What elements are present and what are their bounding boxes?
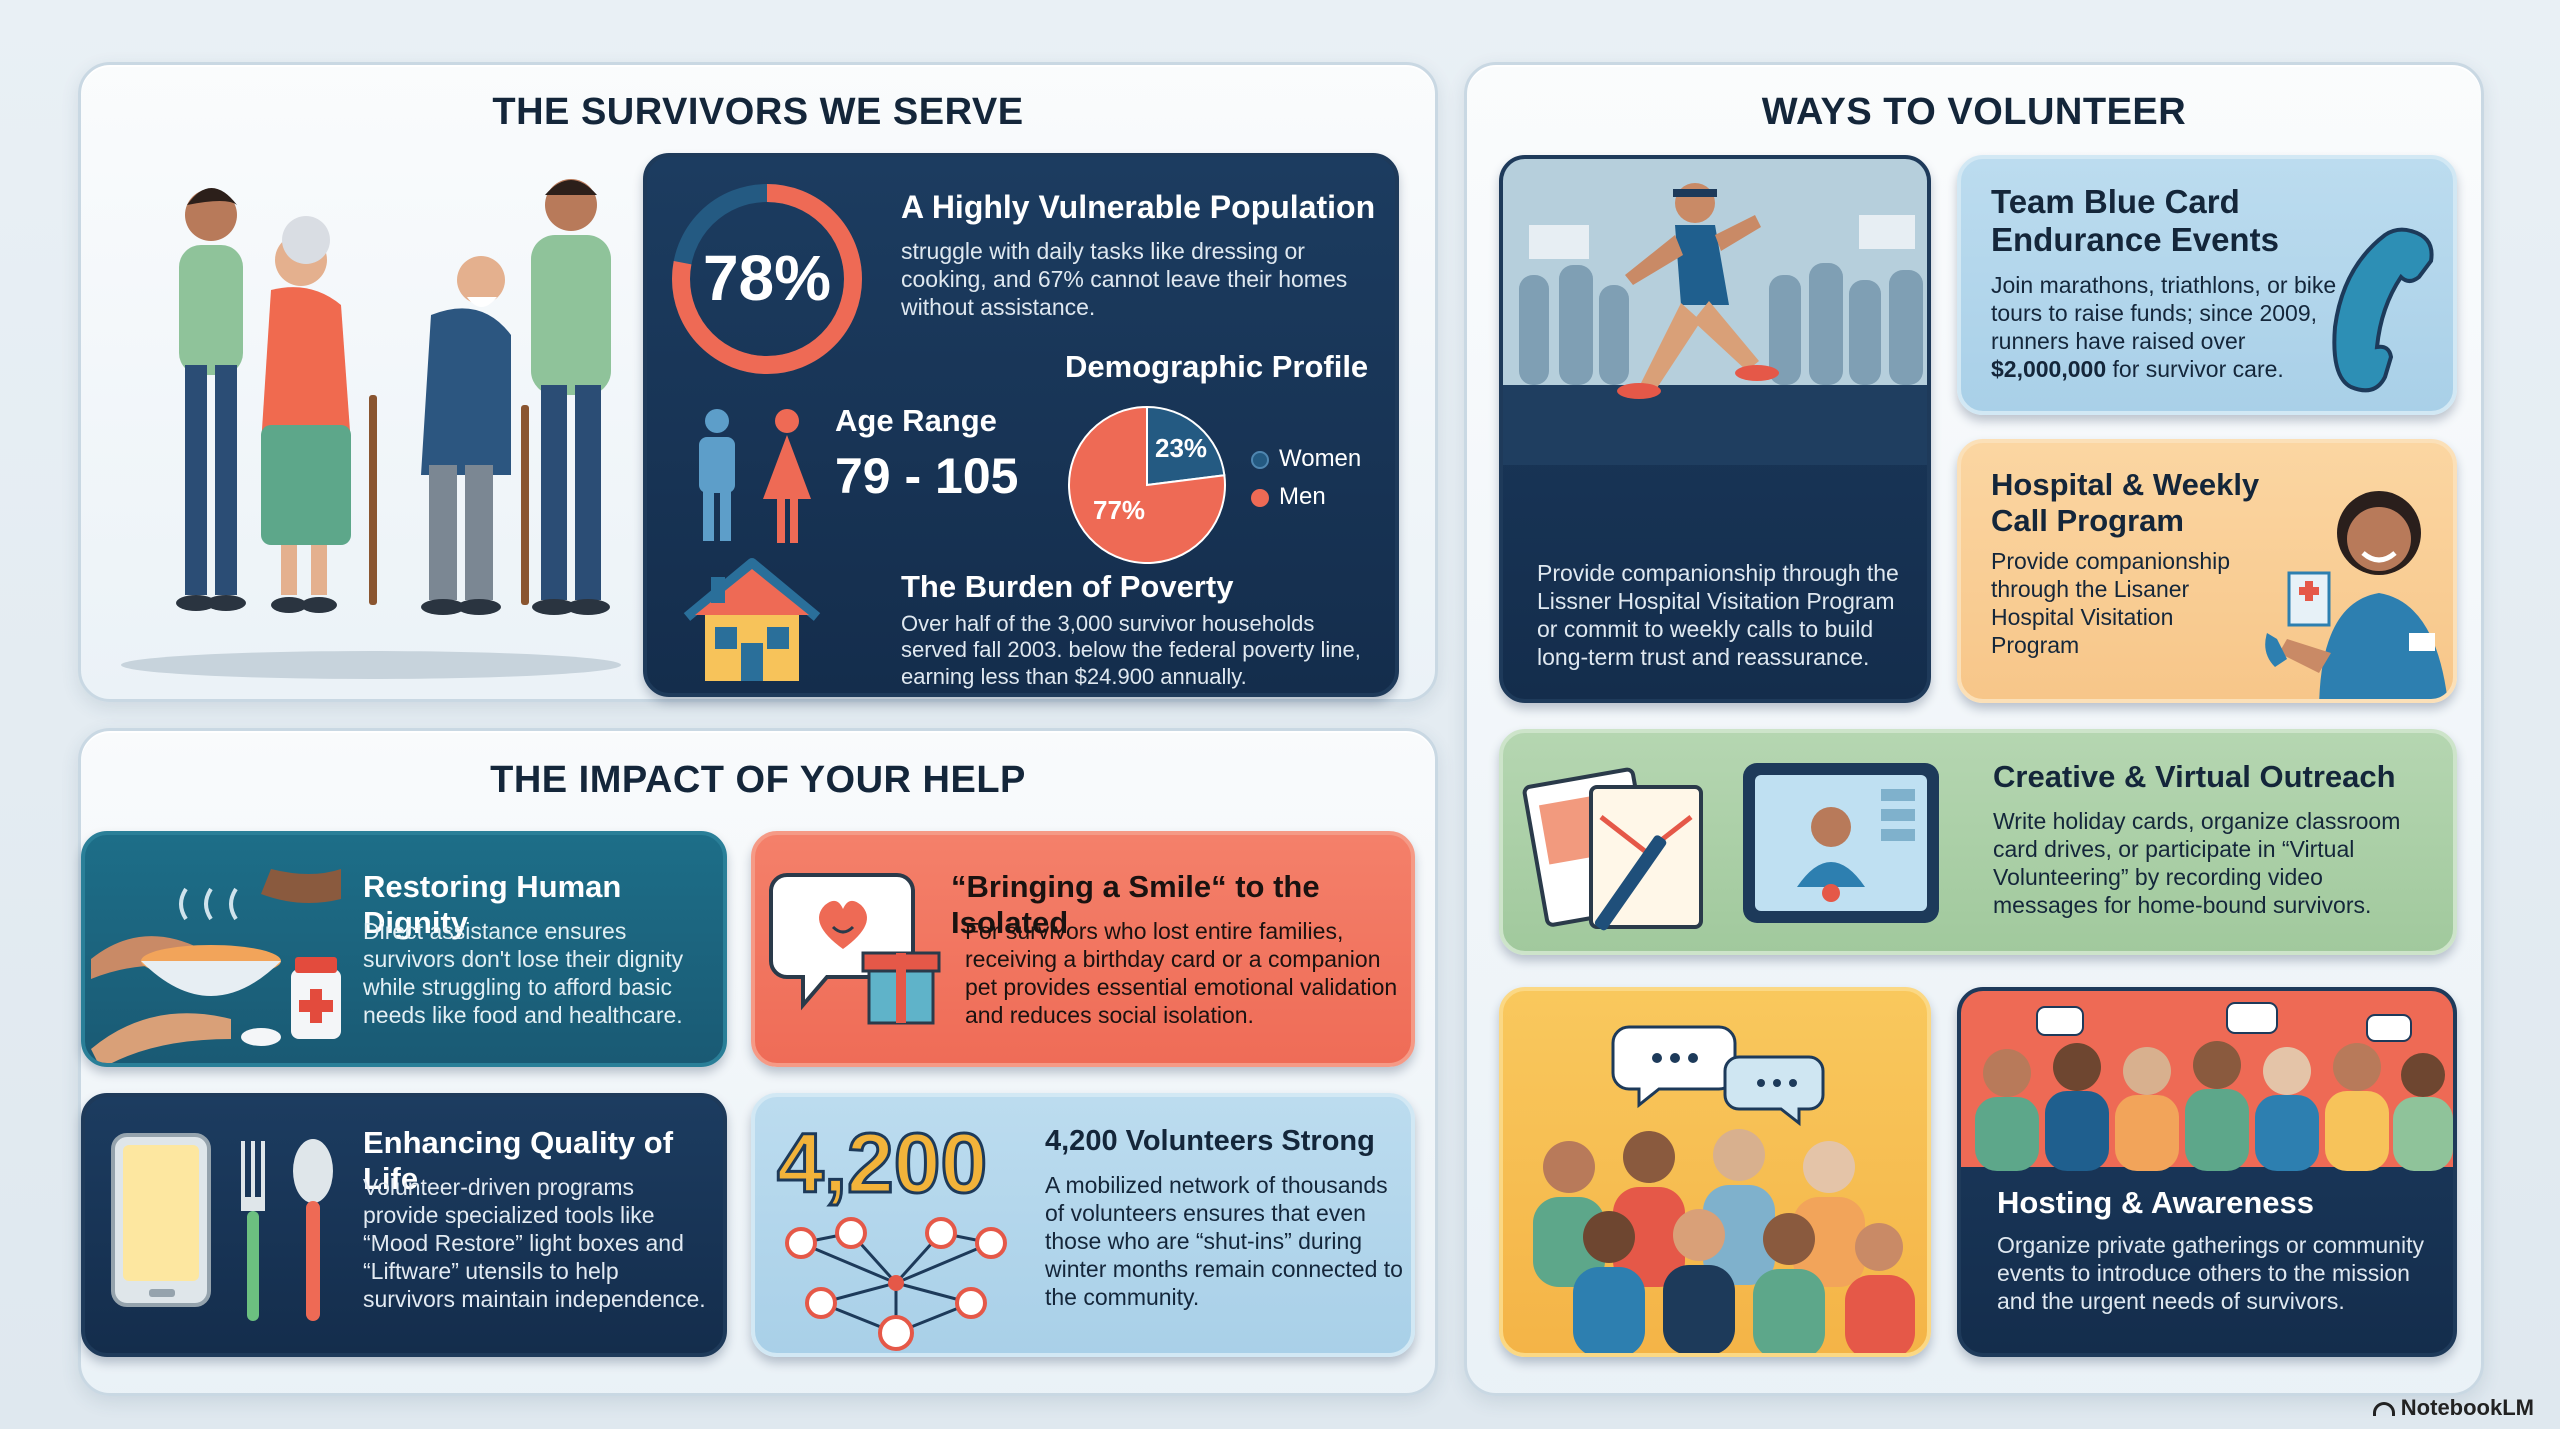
pie-men-label: 77% [1093,495,1146,525]
notebooklm-brand: NotebookLM [2372,1395,2534,1421]
population-stats-card: 78% A Highly Vulnerable Population strug… [643,153,1399,697]
volunteers-card: 4,200 4,200 Volunteers Strong A mobilize… [751,1093,1415,1357]
legend-men-dot [1251,488,1269,507]
network-icon [785,1217,1007,1351]
blue-card-description: Join marathons, triathlons, or bike tour… [1991,272,2337,355]
legend-women-label: Women [1279,445,1362,472]
blue-card-title: Team Blue Card Endurance Events [1991,183,2279,258]
video-tablet-icon [1743,763,1939,923]
food-bowl-medicine-icon [91,869,341,1063]
volunteers-text: A mobilized network of thousands of volu… [1045,1172,1403,1311]
hospital-title: Hospital & Weekly Call Program [1991,467,2260,538]
notebooklm-brand-label: NotebookLM [2400,1395,2534,1420]
notebooklm-logo-icon [2372,1402,2395,1417]
blue-card-events-card: Team Blue Card Endurance Events Join mar… [1957,155,2457,415]
impact-title: THE IMPACT OF YOUR HELP [490,759,1026,801]
legend-men: Men [1251,483,1326,511]
volunteer-panel: WAYS TO VOLUNTEER Provide companionship … [1464,62,2484,1396]
vulnerable-text: struggle with daily tasks like dressing … [901,238,1348,321]
volunteer-title: WAYS TO VOLUNTEER [1761,91,2187,133]
dignity-card: Restoring Human Dignity Direct assistanc… [81,831,727,1067]
pie-women-label: 23% [1155,433,1208,463]
elderly-people-illustration [121,179,621,679]
poverty-text: Over half of the 3,000 survivor househol… [901,611,1361,689]
house-icon [683,558,821,681]
runner-crowd-illustration [1503,159,1927,465]
quality-text: Volunteer-driven programs provide specia… [363,1174,706,1313]
heart-speech-gift-icon [769,873,941,1025]
cards-pen-icon [1522,767,1703,931]
pie-slice-women [1146,405,1226,487]
legend-women: Women [1251,445,1361,473]
quality-card: Enhancing Quality of Life Volunteer-driv… [81,1093,727,1357]
age-label: Age Range [835,403,997,438]
creative-text: Write holiday cards, organize classroom … [1993,808,2401,919]
dignity-title: Restoring Human Dignity [363,869,622,940]
smile-title: “Bringing a Smile“ to the Isolated [951,869,1320,940]
survivors-panel: THE SURVIVORS WE SERVE [78,62,1438,702]
survivors-title: THE SURVIVORS WE SERVE [492,91,1024,133]
man-woman-icon [699,409,811,543]
runner-text: Provide companionship through the Lissne… [1537,560,1899,671]
phone-icon [2332,227,2434,393]
hosting-text: Organize private gatherings or community… [1997,1232,2424,1315]
hosting-awareness-card: Hosting & Awareness Organize private gat… [1957,987,2457,1357]
smile-text: For survivors who lost entire families, … [965,918,1398,1029]
age-value: 79 - 105 [835,448,1019,504]
light-box-utensils-icon [111,1133,333,1321]
stat-ring [672,184,862,374]
blue-card-suffix: for survivor care. [2106,356,2284,383]
smile-card: “Bringing a Smile“ to the Isolated For s… [751,831,1415,1067]
impact-panel: THE IMPACT OF YOUR HELP Restoring Human … [78,728,1438,1396]
hospital-text: Provide companionship through the Lisane… [1991,548,2231,659]
pie-slice-men [1068,405,1226,564]
quality-title: Enhancing Quality of Life [363,1125,674,1196]
demographic-title: Demographic Profile [1065,349,1369,384]
stat-value: 78% [702,242,832,314]
volunteers-title: 4,200 Volunteers Strong [1045,1125,1375,1157]
vulnerable-title: A Highly Vulnerable Population [901,189,1376,225]
hosting-title: Hosting & Awareness [1997,1185,2314,1220]
diverse-crowd-illustration [1961,991,2453,1171]
volunteers-number: 4,200 [775,1115,988,1212]
community-group-card[interactable] [1499,987,1931,1357]
creative-outreach-card: Creative & Virtual Outreach Write holida… [1499,729,2457,955]
gender-pie-chart [1068,405,1226,564]
blue-card-text: Join marathons, triathlons, or bike tour… [1991,271,2351,383]
legend-women-dot [1251,450,1269,469]
dignity-text: Direct assistance ensures survivors don'… [363,918,684,1029]
legend-men-label: Men [1279,483,1326,510]
blue-card-amount: $2,000,000 [1991,356,2107,383]
nurse-illustration [2265,491,2448,699]
poverty-title: The Burden of Poverty [901,569,1234,604]
creative-title: Creative & Virtual Outreach [1993,759,2396,794]
hospital-call-card: Hospital & Weekly Call Program Provide c… [1957,439,2457,703]
runner-card: Provide companionship through the Lissne… [1499,155,1931,703]
community-group-illustration [1533,1025,1915,1353]
